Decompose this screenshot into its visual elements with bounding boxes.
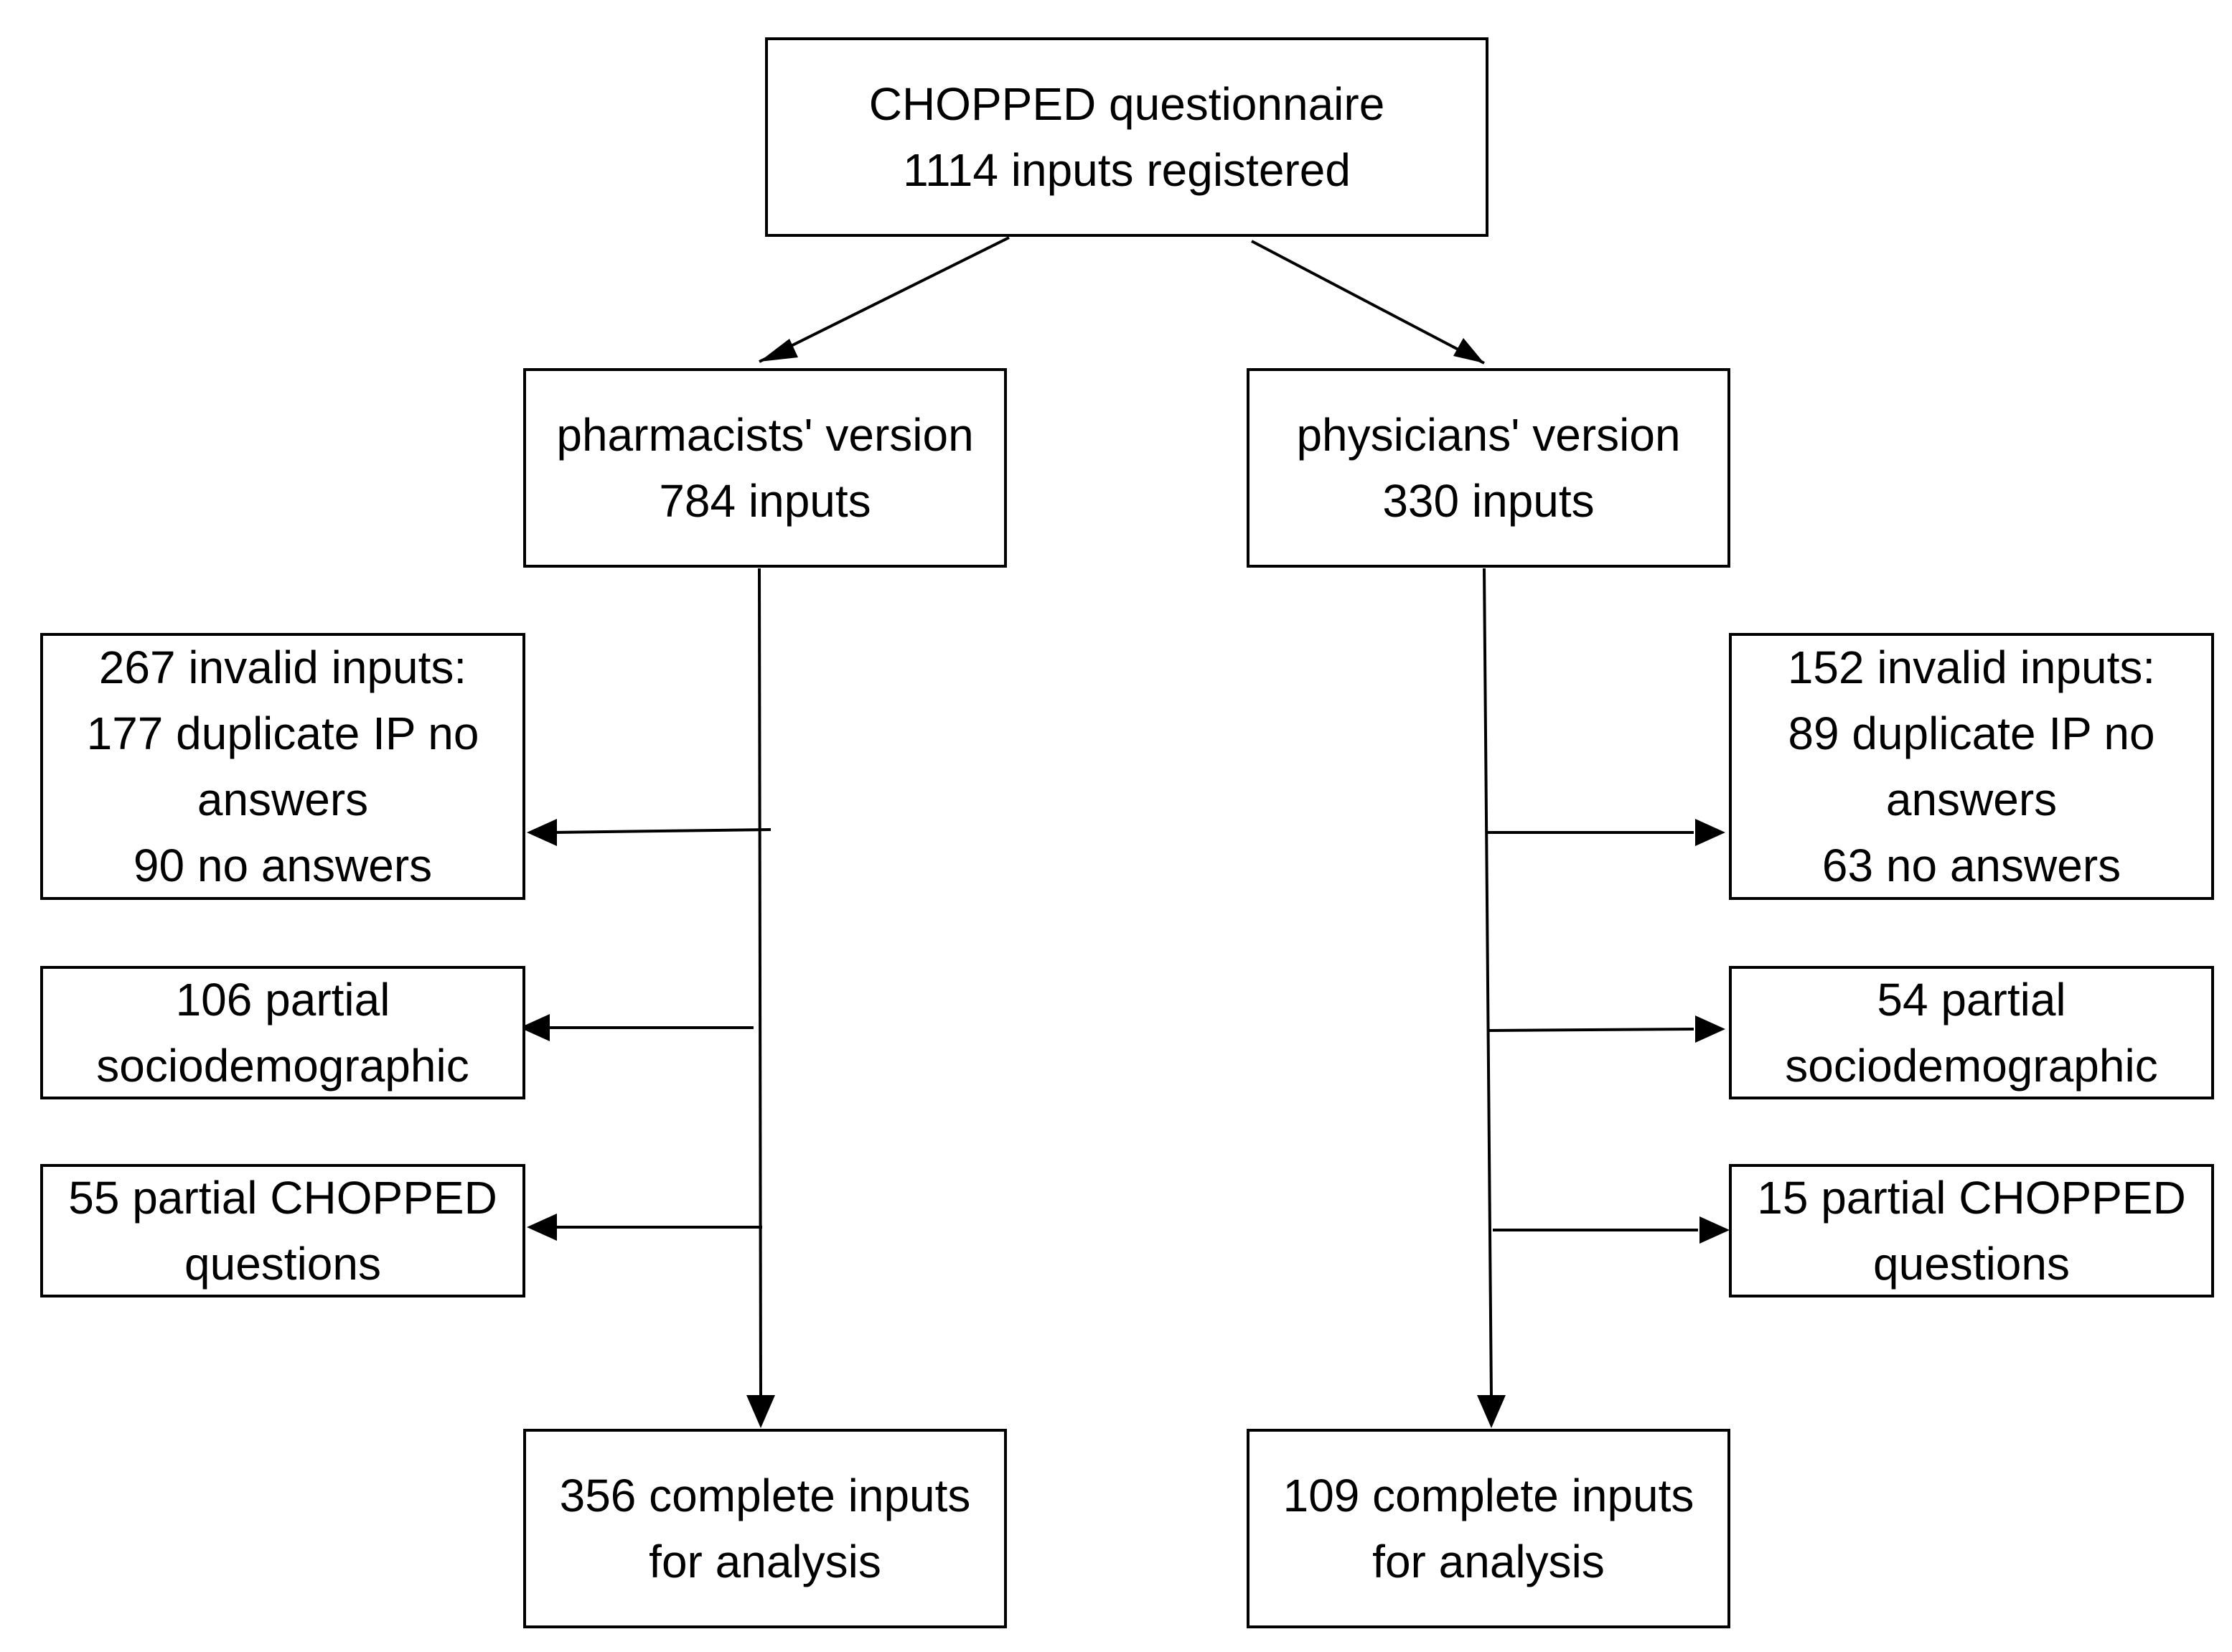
physicians-invalid-line2: 89 duplicate IP no	[1788, 708, 2155, 759]
pharmacists-complete-line1: 356 complete inputs	[559, 1470, 971, 1521]
pharmacists-invalid-line4: 90 no answers	[133, 840, 433, 891]
physicians-partial-chopped-line1: 15 partial CHOPPED	[1757, 1172, 2186, 1224]
questionnaire-title: CHOPPED questionnaire	[868, 78, 1385, 130]
physicians-complete-line1: 109 complete inputs	[1283, 1470, 1694, 1521]
physicians-partial-socio-line2: sociodemographic	[1785, 1040, 2158, 1092]
questionnaire-count: 1114 inputs registered	[903, 144, 1351, 196]
physicians-version-title: physicians' version	[1296, 409, 1681, 461]
physicians-partial-socio-line1: 54 partial	[1877, 974, 2066, 1026]
arrowhead-pharm-invalid	[527, 819, 557, 846]
physicians-complete-line2: for analysis	[1372, 1536, 1605, 1587]
arrowhead-pharm-partial-socio	[520, 1014, 550, 1041]
arrowhead-physicians-version	[1453, 338, 1484, 363]
physicians-version-box: physicians' version 330 inputs	[1247, 368, 1730, 568]
physicians-invalid-line3: answers	[1885, 774, 2058, 825]
pharmacists-partial-socio-box: 106 partial sociodemographic	[40, 966, 525, 1099]
physicians-invalid-line4: 63 no answers	[1821, 840, 2121, 891]
pharmacists-partial-socio-line1: 106 partial	[175, 974, 390, 1026]
arrowhead-pharm-complete	[746, 1395, 775, 1428]
pharmacists-trunk	[758, 568, 762, 1400]
physicians-complete-box: 109 complete inputs for analysis	[1247, 1429, 1730, 1628]
pharmacists-partial-chopped-line2: questions	[184, 1238, 381, 1290]
pharmacists-invalid-line2: 177 duplicate IP no	[86, 708, 479, 759]
physicians-partial-socio-box: 54 partial sociodemographic	[1729, 966, 2214, 1099]
arrow-phys-partial-socio	[1488, 1028, 1694, 1032]
arrow-pharm-invalid	[552, 828, 772, 834]
pharmacists-partial-chopped-box: 55 partial CHOPPED questions	[40, 1164, 525, 1297]
pharmacists-version-title: pharmacists' version	[556, 409, 974, 461]
physicians-invalid-box: 152 invalid inputs: 89 duplicate IP no a…	[1729, 633, 2214, 900]
pharmacists-invalid-line3: answers	[197, 774, 369, 825]
questionnaire-box: CHOPPED questionnaire 1114 inputs regist…	[765, 37, 1488, 237]
physicians-version-count: 330 inputs	[1382, 475, 1595, 527]
arrowhead-pharmacists-version	[759, 339, 798, 362]
pharmacists-complete-box: 356 complete inputs for analysis	[523, 1429, 1007, 1628]
arrowhead-phys-partial-chopped	[1699, 1216, 1730, 1244]
arrow-top-to-pharmacists	[759, 236, 1010, 363]
arrowhead-phys-complete	[1477, 1395, 1506, 1428]
pharmacists-complete-line2: for analysis	[649, 1536, 881, 1587]
arrowhead-phys-partial-socio	[1695, 1015, 1725, 1043]
pharmacists-partial-chopped-line1: 55 partial CHOPPED	[68, 1172, 497, 1224]
pharmacists-version-box: pharmacists' version 784 inputs	[523, 368, 1007, 568]
arrowhead-phys-invalid	[1695, 819, 1725, 846]
physicians-trunk	[1483, 568, 1493, 1400]
physicians-invalid-line1: 152 invalid inputs:	[1787, 642, 2156, 693]
pharmacists-invalid-line1: 267 invalid inputs:	[98, 642, 467, 693]
pharmacists-invalid-box: 267 invalid inputs: 177 duplicate IP no …	[40, 633, 525, 900]
physicians-partial-chopped-box: 15 partial CHOPPED questions	[1729, 1164, 2214, 1297]
arrowhead-pharm-partial-chopped	[527, 1214, 557, 1241]
pharmacists-partial-socio-line2: sociodemographic	[96, 1040, 469, 1092]
arrow-top-to-physicians	[1251, 240, 1485, 365]
physicians-partial-chopped-line2: questions	[1873, 1238, 2070, 1290]
pharmacists-version-count: 784 inputs	[659, 475, 871, 527]
